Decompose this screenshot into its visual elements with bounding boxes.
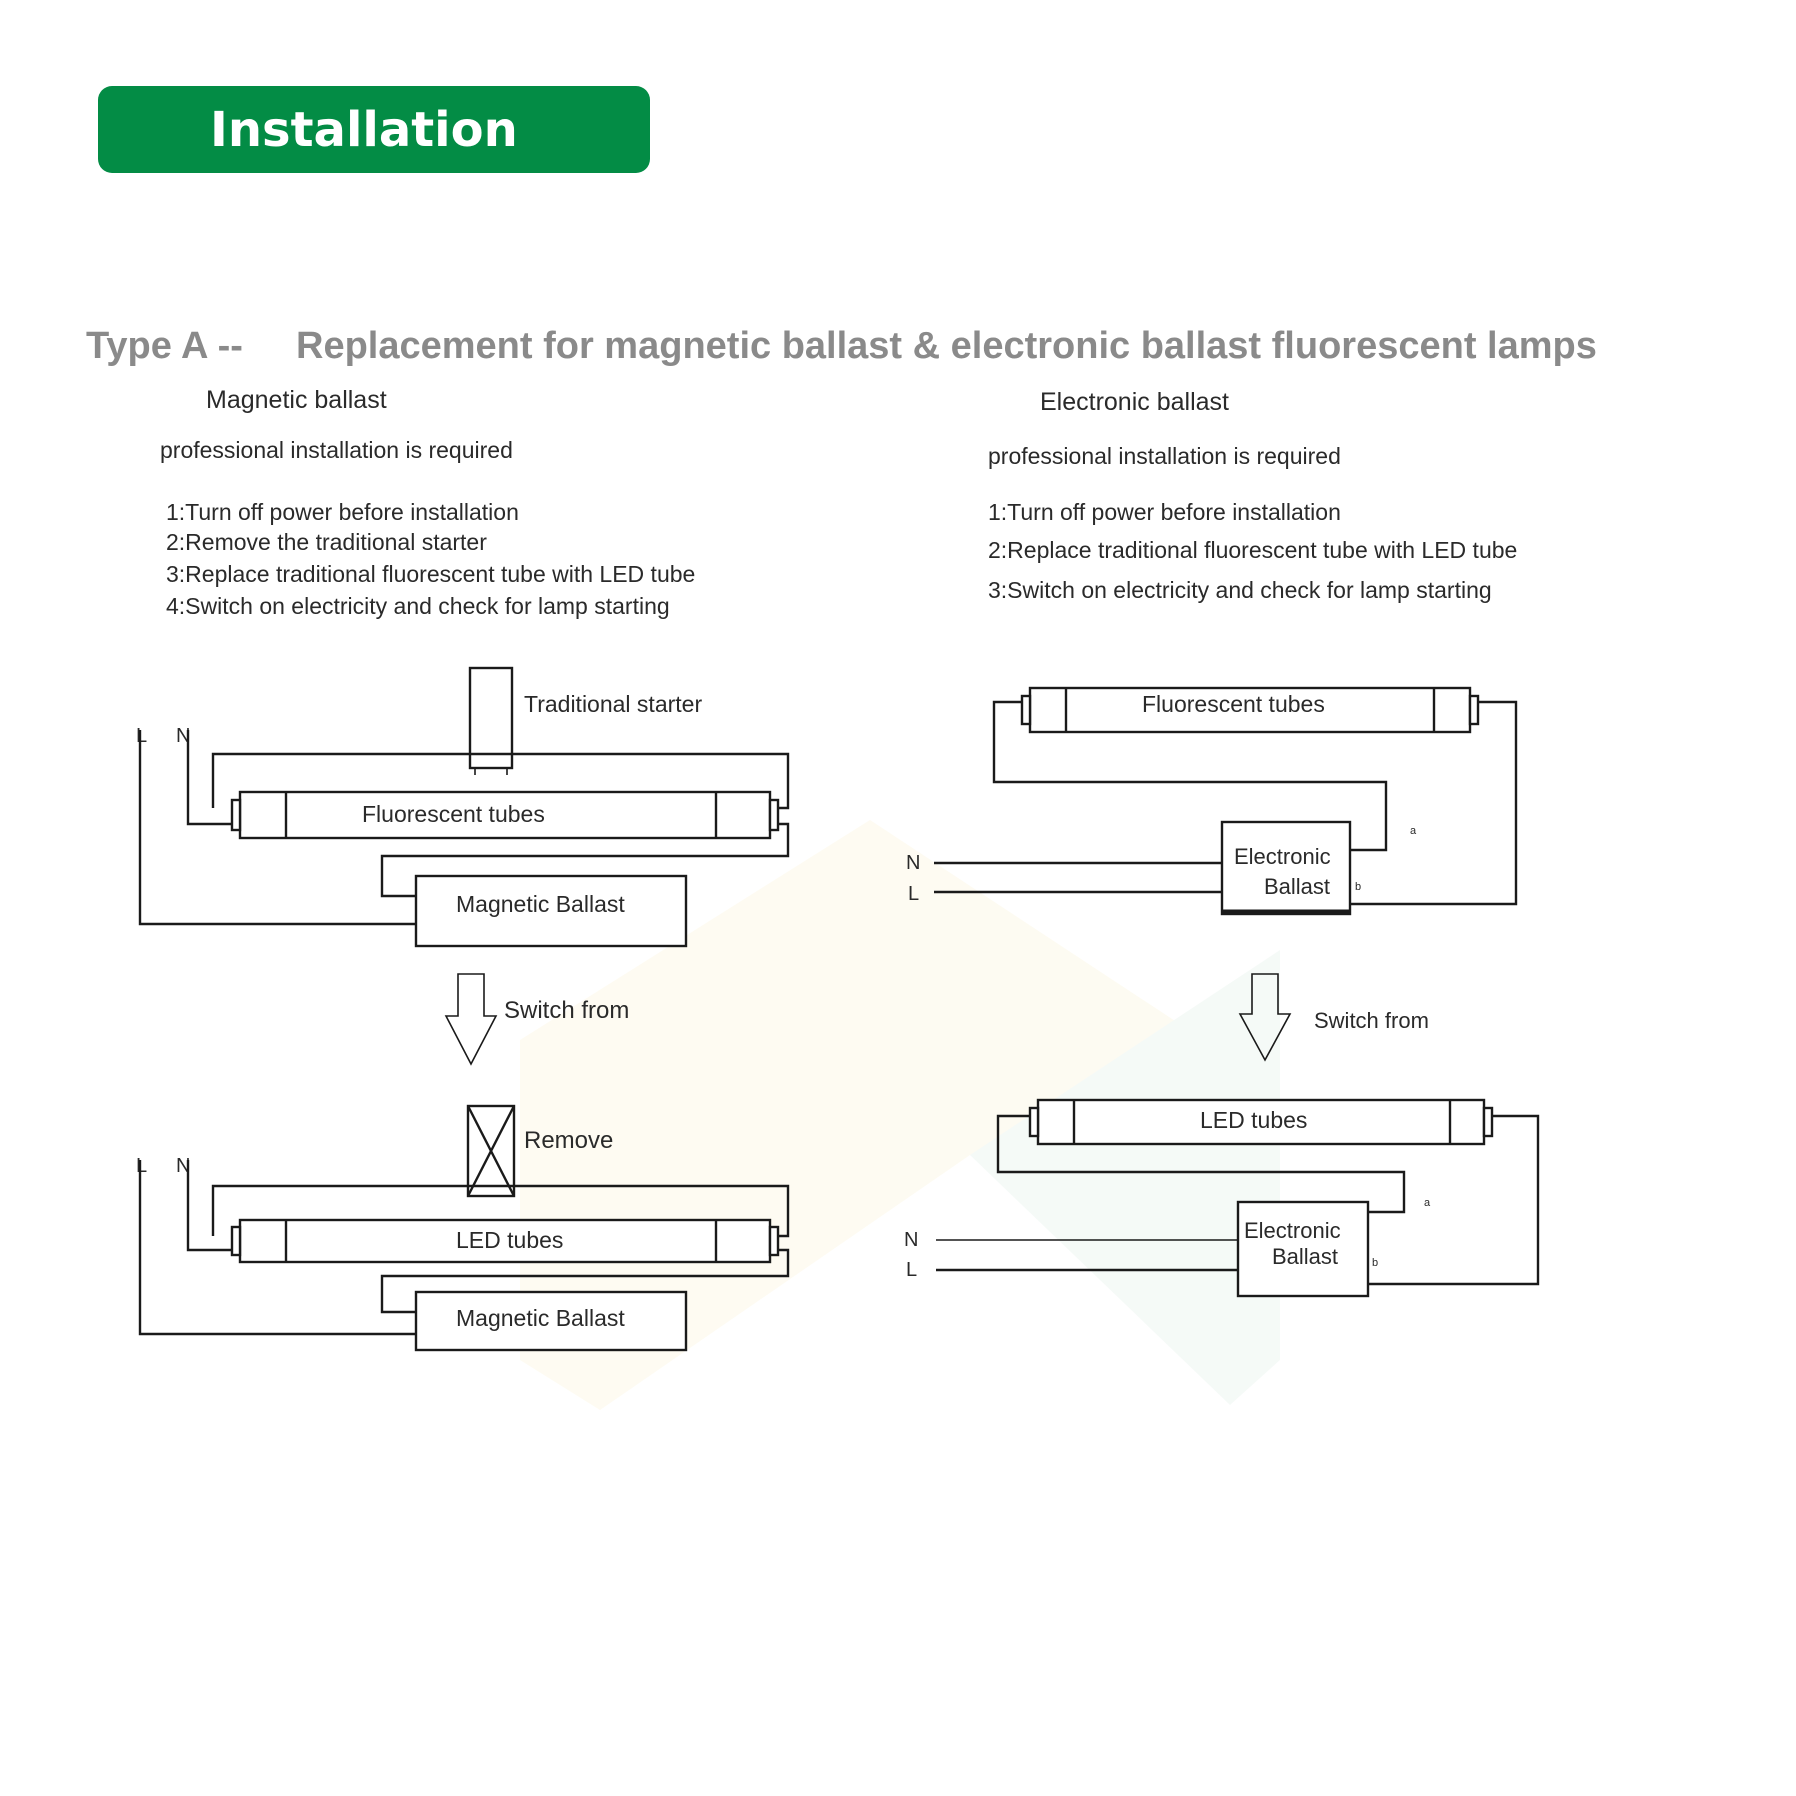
electronic-ballast-label-line2: Ballast: [1272, 1244, 1338, 1269]
electronic-ballast-label-line1: Electronic: [1244, 1218, 1341, 1243]
electronic-circuit-before: Fluorescent tubes Electronic Ballast N L…: [906, 686, 1518, 916]
switch-arrow-down: Switch from: [444, 973, 629, 1066]
traditional-starter: [468, 666, 514, 770]
fluorescent-tube-label: Fluorescent tubes: [1142, 691, 1325, 717]
switch-from-label: Switch from: [504, 997, 629, 1024]
magnetic-step-3: 3:Replace traditional fluorescent tube w…: [166, 561, 695, 587]
magnetic-ballast-box: [414, 874, 688, 948]
electronic-title: Electronic ballast: [1040, 388, 1229, 416]
line-l-label: L: [136, 725, 147, 747]
electronic-circuit-after: LED tubes Electronic Ballast N L a b: [904, 1098, 1540, 1298]
line-n-label: N: [906, 852, 920, 874]
removed-starter-icon: [466, 1104, 516, 1198]
electronic-step-3: 3:Switch on electricity and check for la…: [988, 577, 1492, 603]
remove-label: Remove: [524, 1127, 613, 1154]
installation-badge-label: Installation: [210, 102, 518, 158]
starter-label: Traditional starter: [524, 691, 702, 717]
led-tube-label: LED tubes: [1200, 1107, 1307, 1133]
magnetic-circuit-before: L N Traditional starter Fluorescent tube…: [136, 666, 790, 948]
terminal-a-label: a: [1424, 1197, 1431, 1209]
led-tube: [1036, 1098, 1486, 1146]
electronic-ballast-label-line2: Ballast: [1264, 874, 1330, 899]
magnetic-title: Magnetic ballast: [206, 386, 387, 414]
electronic-ballast-section: Electronic ballast professional installa…: [904, 388, 1540, 1298]
magnetic-ballast-label: Magnetic Ballast: [456, 891, 625, 917]
electronic-ballast-label-line1: Electronic: [1234, 844, 1331, 869]
line-l-label: L: [908, 883, 919, 905]
terminal-b-label: b: [1355, 881, 1361, 893]
magnetic-ballast-section: Magnetic ballast professional installati…: [136, 386, 790, 1352]
electronic-ballast-box: [1236, 1200, 1370, 1298]
magnetic-step-2: 2:Remove the traditional starter: [166, 529, 487, 555]
magnetic-circuit-after: L N Remove LED tubes Magnetic Bal: [136, 1104, 790, 1352]
switch-from-label: Switch from: [1314, 1008, 1429, 1033]
led-tube-label: LED tubes: [456, 1227, 563, 1253]
installation-badge-background: [98, 86, 650, 173]
led-tube: [238, 1218, 772, 1264]
section-heading: Replacement for magnetic ballast & elect…: [296, 325, 1597, 367]
terminal-b-label: b: [1372, 1257, 1378, 1269]
line-l-label: L: [136, 1155, 147, 1177]
magnetic-step-4: 4:Switch on electricity and check for la…: [166, 593, 670, 619]
fluorescent-tube-label: Fluorescent tubes: [362, 801, 545, 827]
magnetic-step-1: 1:Turn off power before installation: [166, 499, 519, 525]
magnetic-ballast-box: [414, 1290, 688, 1352]
line-n-label: N: [904, 1229, 918, 1251]
magnetic-note: professional installation is required: [160, 437, 513, 463]
section-type-label: Type A --: [86, 325, 243, 367]
terminal-a-label: a: [1410, 825, 1417, 837]
electronic-step-2: 2:Replace traditional fluorescent tube w…: [988, 537, 1517, 563]
installation-badge: Installation: [98, 86, 650, 173]
line-l-label: L: [906, 1259, 917, 1281]
magnetic-ballast-label: Magnetic Ballast: [456, 1305, 625, 1331]
electronic-step-1: 1:Turn off power before installation: [988, 499, 1341, 525]
electronic-note: professional installation is required: [988, 443, 1341, 469]
switch-arrow-down: Switch from: [1238, 973, 1429, 1062]
